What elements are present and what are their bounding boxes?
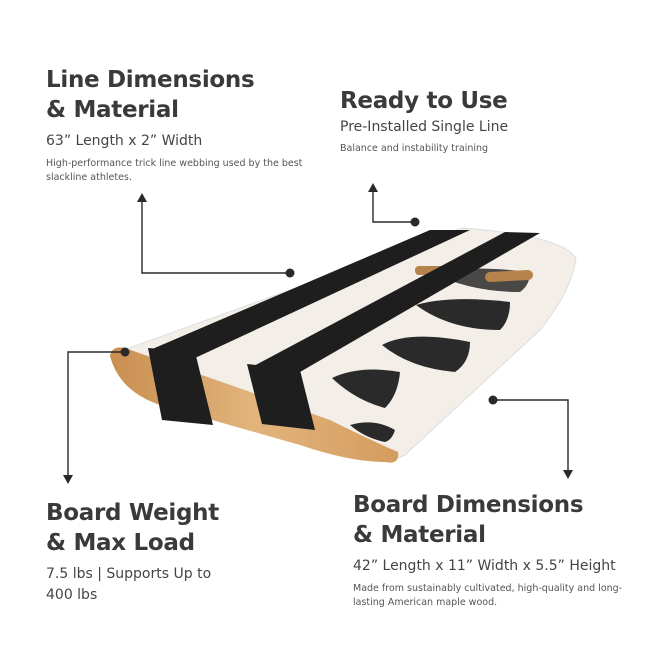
- anchor-peg: [485, 270, 533, 282]
- slackline-straps: [148, 230, 540, 430]
- callout-title: Board Dimensions& Material: [353, 492, 584, 548]
- dot-icon: [488, 395, 498, 405]
- callout-description: Balance and instability training: [340, 143, 489, 154]
- callout-title: Ready to Use: [340, 88, 508, 114]
- callout-description: Made from sustainably cultivated, high-q…: [353, 583, 623, 608]
- callout-subtitle: 63” Length x 2” Width: [46, 133, 203, 149]
- grip-pads: [332, 268, 530, 442]
- arrow-up-icon: [137, 193, 147, 202]
- connector-markers: [63, 183, 573, 484]
- arrow-down-icon: [563, 470, 573, 479]
- callout-subtitle: 7.5 lbs | Supports Up to 400 lbs: [46, 566, 212, 603]
- callout-subtitle: Pre-Installed Single Line: [340, 119, 509, 135]
- arrow-down-icon: [63, 475, 73, 484]
- callout-connectors: [67, 190, 569, 477]
- callout-title: Board Weight& Max Load: [46, 500, 219, 556]
- dot-icon: [410, 217, 420, 227]
- dot-icon: [120, 347, 130, 357]
- dot-icon: [285, 268, 295, 278]
- callout-title: Line Dimensions& Material: [46, 67, 255, 123]
- arrow-up-icon: [368, 183, 378, 192]
- callout-subtitle: 42” Length x 11” Width x 5.5” Height: [353, 558, 616, 574]
- callout-description: High-performance trick line webbing used…: [46, 158, 303, 183]
